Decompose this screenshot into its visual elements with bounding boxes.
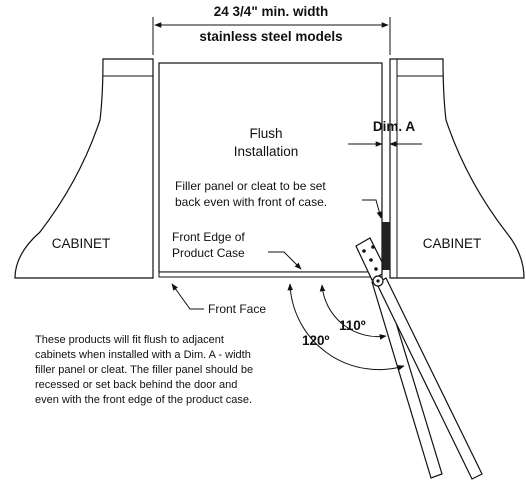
flush-label-1: Flush <box>249 126 282 141</box>
right-cabinet: CABINET <box>389 58 525 279</box>
width-dimension: 24 3/4" min. width stainless steel model… <box>152 4 391 55</box>
filler-panel <box>382 222 390 270</box>
note-line: recessed or set back behind the door and <box>35 379 237 391</box>
note-line: even with the front edge of the product … <box>35 394 252 406</box>
dim-a: Dim. A <box>348 119 422 147</box>
note-line: cabinets when installed with a Dim. A - … <box>35 349 251 361</box>
filler-annotation: Filler panel or cleat to be set back eve… <box>175 179 383 219</box>
note-line: filler panel or cleat. The filler panel … <box>35 364 253 376</box>
front-face-text: Front Face <box>208 302 266 316</box>
product-case: Flush Installation <box>158 62 383 278</box>
cabinet-left-label: CABINET <box>52 236 111 251</box>
front-edge-annotation: Front Edge of Product Case <box>172 230 302 270</box>
flush-label-2: Installation <box>234 144 299 159</box>
hinge-bracket <box>355 237 383 281</box>
door-swing <box>371 275 483 480</box>
cabinet-right-label: CABINET <box>423 236 482 251</box>
front-edge-text-1: Front Edge of <box>172 230 245 244</box>
note-line: These products will fit flush to adjacen… <box>35 334 224 346</box>
angle-110-label: 110º <box>339 318 366 333</box>
width-subtitle: stainless steel models <box>199 29 342 44</box>
angle-120-label: 120º <box>302 333 330 348</box>
dim-a-label: Dim. A <box>373 119 416 134</box>
front-edge-text-2: Product Case <box>172 246 245 260</box>
installation-note: These products will fit flush to adjacen… <box>35 334 253 406</box>
width-title: 24 3/4" min. width <box>214 4 328 19</box>
filler-text-2: back even with front of case. <box>175 195 327 209</box>
left-cabinet: CABINET <box>14 58 154 279</box>
angle-120: 120º <box>287 283 405 371</box>
front-face-annotation: Front Face <box>171 283 266 316</box>
filler-text-1: Filler panel or cleat to be set <box>175 179 326 193</box>
